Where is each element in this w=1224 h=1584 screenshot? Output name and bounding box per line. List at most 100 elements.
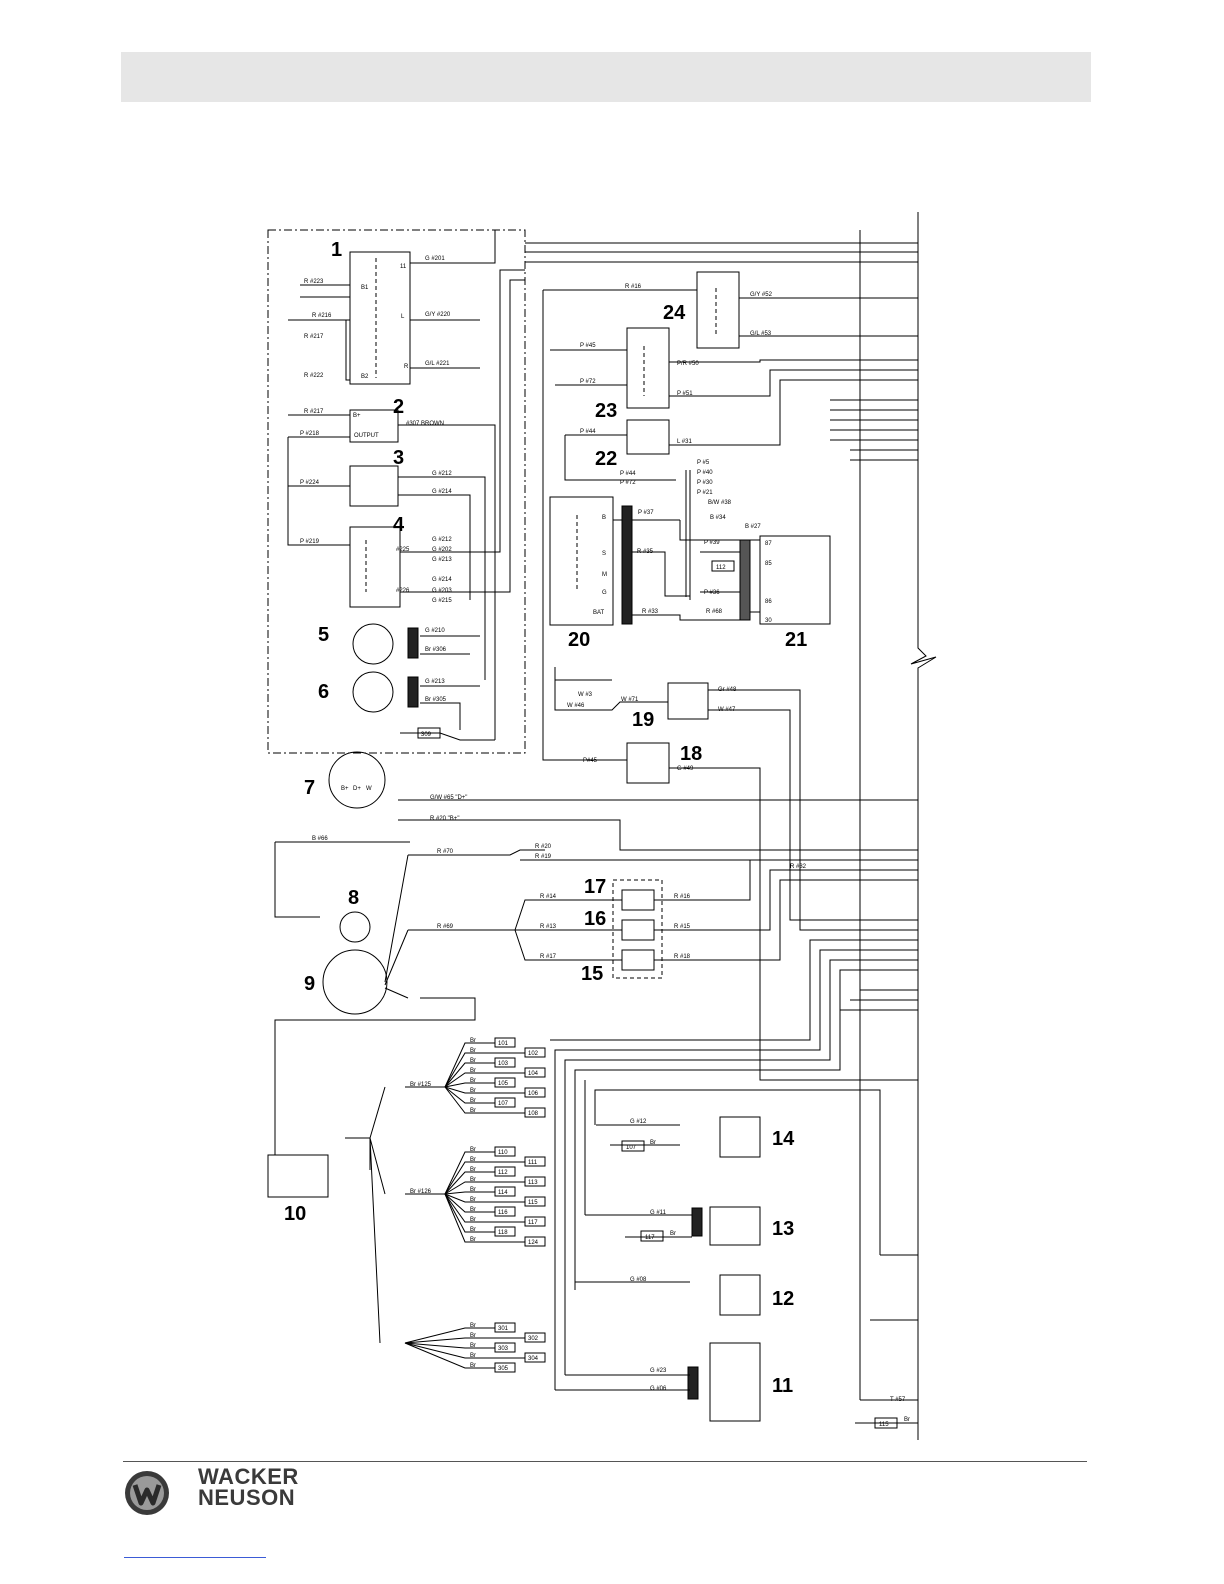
wire-label: G/Y #52 xyxy=(750,292,773,298)
wire-label: G #201 xyxy=(425,256,445,262)
wire-label: #225 xyxy=(396,547,410,553)
ground-wire-label: Br xyxy=(470,1323,476,1329)
connector-bar-20 xyxy=(621,505,633,625)
ground-box-label: 112 xyxy=(716,565,726,571)
wire-label: B/W #38 xyxy=(708,500,732,506)
wire-label: W #47 xyxy=(718,707,736,713)
wire-label: T #57 xyxy=(890,1397,906,1403)
wire-label: R #69 xyxy=(437,924,454,930)
ground-wire-label: Br xyxy=(470,1343,476,1349)
sensor-13-box xyxy=(709,1206,761,1246)
ground-wire-label: Br xyxy=(470,1333,476,1339)
ground-wire xyxy=(444,1181,525,1195)
wire-label: R #15 xyxy=(674,924,691,930)
wire-label: P#45 xyxy=(583,758,598,764)
ground-wire xyxy=(444,1052,525,1088)
ground-wire-label: Br xyxy=(470,1197,476,1203)
ground-wire xyxy=(444,1086,525,1094)
ground-box-label: 116 xyxy=(498,1210,508,1216)
wire-label: R #18 xyxy=(674,954,691,960)
ground-box xyxy=(494,1146,516,1157)
ground-box xyxy=(494,1077,516,1088)
pin-label: B2 xyxy=(361,374,369,380)
pin-label: 86 xyxy=(765,599,772,605)
ground-wire xyxy=(444,1193,495,1213)
wire-label: R #222 xyxy=(304,373,324,379)
ground-box xyxy=(494,1166,516,1177)
relay-3-box xyxy=(349,465,399,507)
wire-label: G #213 xyxy=(425,679,445,685)
wire-label: W #71 xyxy=(621,697,639,703)
ground-wire-label: Br xyxy=(470,1227,476,1233)
wire-label: R #68 xyxy=(706,609,723,615)
ground-wire xyxy=(444,1082,495,1088)
ground-box-label: 114 xyxy=(498,1190,508,1196)
wire-label: G/W #65 "D+" xyxy=(430,795,467,801)
ground-wire-label: Br xyxy=(470,1363,476,1369)
wire-label: R #35 xyxy=(637,549,654,555)
bottom-link-underline[interactable] xyxy=(124,1557,266,1558)
ground-wire-label: Br xyxy=(470,1187,476,1193)
pin-label: G xyxy=(602,590,607,596)
relay-1-box xyxy=(349,251,411,385)
wire-label: R #217 xyxy=(304,334,324,340)
alternator-7 xyxy=(328,751,386,809)
battery-10-box xyxy=(267,1154,329,1198)
relay-22-box xyxy=(626,419,670,455)
component-number-3: 3 xyxy=(393,447,404,469)
ground-box xyxy=(524,1176,546,1187)
ground-box xyxy=(524,1236,546,1247)
wire-label: G/L #53 xyxy=(750,331,772,337)
ground-wire-label: Br xyxy=(470,1237,476,1243)
wire-label: P #40 xyxy=(697,470,713,476)
brand-line-1: WACKER xyxy=(198,1464,299,1489)
wire-label: Br #125 xyxy=(410,1082,432,1088)
ground-box-label: 103 xyxy=(498,1061,509,1067)
wire-label: R #17 xyxy=(540,954,557,960)
pin-label: B xyxy=(602,515,606,521)
wire-label: P #36 xyxy=(704,590,720,596)
sensor-12-box xyxy=(719,1274,761,1316)
wire-label: P #51 xyxy=(677,391,693,397)
ground-wire xyxy=(404,1342,525,1359)
wire-label: B #27 xyxy=(745,524,761,530)
component-number-11: 11 xyxy=(772,1375,793,1397)
ground-box xyxy=(524,1332,546,1343)
pin-label: M xyxy=(602,572,607,578)
wire-label: P #219 xyxy=(300,539,320,545)
wire-label: G #214 xyxy=(432,577,452,583)
pin-label: 30 xyxy=(765,618,772,624)
sensor-14-box xyxy=(719,1116,761,1158)
ground-box xyxy=(494,1186,516,1197)
relay-23-box xyxy=(626,327,670,409)
header-band xyxy=(121,52,1091,102)
connector-bar-21 xyxy=(739,539,751,621)
ground-box xyxy=(524,1352,546,1363)
relay-18-box xyxy=(626,742,670,784)
ground-box-label: 117 xyxy=(645,1235,655,1241)
wire-label: R #16 xyxy=(674,894,691,900)
component-number-24: 24 xyxy=(663,302,686,324)
ground-box-label: 110 xyxy=(498,1150,508,1156)
ground-box-label: 304 xyxy=(528,1356,539,1362)
dashed-enclosure-upper xyxy=(267,229,526,754)
wire-label: R #32 xyxy=(790,864,807,870)
wire-label: R #20 "B+" xyxy=(430,816,459,822)
component-number-7: 7 xyxy=(304,777,315,799)
fuse-17-box xyxy=(621,889,655,911)
ground-wire-label: Br xyxy=(470,1038,476,1044)
wire-label: G #06 xyxy=(650,1386,667,1392)
wire-label: L #31 xyxy=(677,439,692,445)
ground-wire xyxy=(404,1337,525,1344)
dashed-enclosure-fuses xyxy=(612,879,663,979)
ground-box xyxy=(494,1342,516,1353)
component-number-1: 1 xyxy=(331,239,342,261)
ground-box xyxy=(524,1047,546,1058)
wire-label: Gr #48 xyxy=(718,687,737,693)
pin-label: B+ xyxy=(341,786,349,792)
wire-label: G #214 xyxy=(432,489,452,495)
component-number-14: 14 xyxy=(772,1128,795,1150)
wire-label: Br xyxy=(670,1231,676,1237)
component-number-12: 12 xyxy=(772,1288,794,1310)
